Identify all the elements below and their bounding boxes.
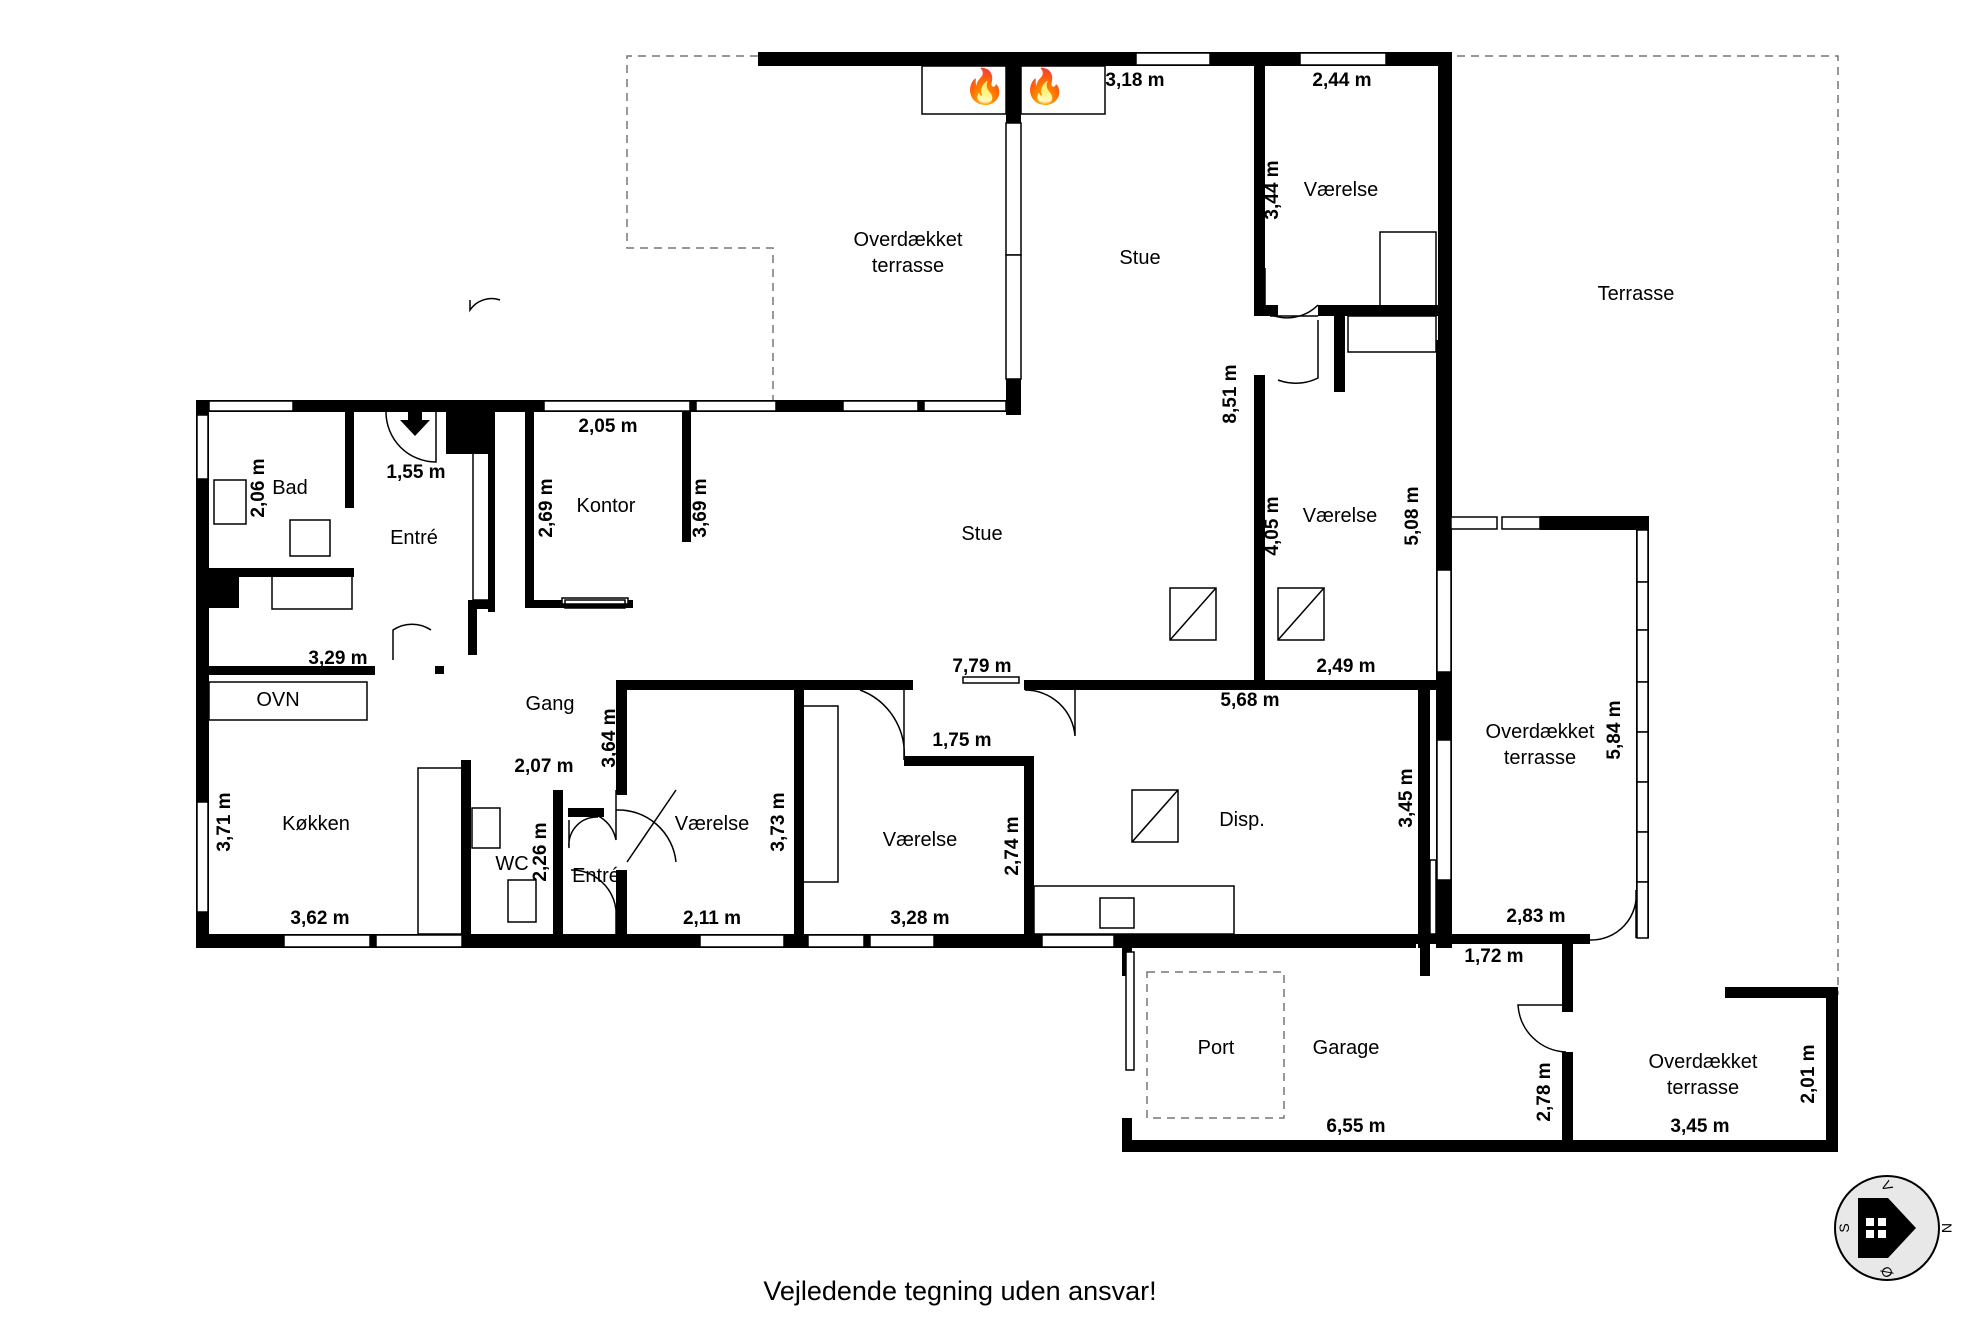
- dimension-label: 3,18 m: [1105, 70, 1164, 91]
- dimension-label: 1,72 m: [1464, 946, 1523, 967]
- fireplace-icon: 🔥: [964, 67, 1006, 106]
- dimension-label: 2,74 m: [1002, 816, 1023, 875]
- room-label: Stue: [1119, 247, 1160, 269]
- dimension-label: 1,55 m: [386, 462, 445, 483]
- dimension-label: 2,49 m: [1316, 656, 1375, 677]
- dimension-label: 3,64 m: [599, 708, 620, 767]
- dimension-label: 2,05 m: [578, 416, 637, 437]
- dimension-label: 2,07 m: [514, 756, 573, 777]
- room-label: Terrasse: [1598, 283, 1675, 305]
- dimension-label: 5,84 m: [1604, 700, 1625, 759]
- room-label: terrasse: [1504, 747, 1576, 769]
- dimension-label: 3,29 m: [308, 648, 367, 669]
- room-label: Værelse: [883, 829, 957, 851]
- dimension-label: 2,78 m: [1534, 1062, 1555, 1121]
- room-label: Entré: [572, 865, 620, 887]
- entrance-arrow-icon: [400, 400, 430, 436]
- dimension-label: 2,11 m: [683, 908, 741, 929]
- room-label: Entré: [390, 527, 438, 549]
- dimension-label: 3,44 m: [1262, 160, 1283, 219]
- dimension-label: 2,26 m: [530, 822, 551, 881]
- dimension-label: 2,44 m: [1312, 70, 1371, 91]
- room-label: Disp.: [1219, 809, 1265, 831]
- dimension-label: 5,68 m: [1220, 690, 1279, 711]
- footer-disclaimer: Vejledende tegning uden ansvar!: [763, 1276, 1156, 1306]
- fixtures: 🔥 🔥: [208, 65, 1437, 935]
- doors: [385, 268, 1638, 1053]
- dimension-label: 3,69 m: [690, 478, 711, 537]
- dimension-label: 3,73 m: [768, 792, 789, 851]
- room-label: Køkken: [282, 813, 350, 835]
- room-label: Kontor: [577, 495, 636, 517]
- terrace-outlines: [626, 55, 1839, 1119]
- room-label: Gang: [526, 693, 575, 715]
- room-labels: Overdækket terrasse Stue Værelse Terrass…: [256, 179, 1758, 1099]
- compass-north-label: N: [1939, 1223, 1955, 1233]
- dimension-label: 3,45 m: [1670, 1116, 1729, 1137]
- room-label: Stue: [961, 523, 1002, 545]
- room-label: Overdækket: [1649, 1051, 1758, 1073]
- dimension-label: 8,51 m: [1220, 364, 1241, 423]
- dimension-label: 4,05 m: [1262, 496, 1283, 555]
- dimension-label: 2,01 m: [1798, 1044, 1819, 1103]
- room-label: Værelse: [1303, 505, 1377, 527]
- room-label: Port: [1198, 1037, 1235, 1059]
- compass-south-label: S: [1836, 1223, 1852, 1232]
- dimension-label: 2,06 m: [248, 458, 269, 517]
- dimension-label: 2,83 m: [1506, 906, 1565, 927]
- dimension-label: 3,45 m: [1396, 768, 1417, 827]
- room-label: Overdækket: [1486, 721, 1595, 743]
- dimension-label: 2,69 m: [536, 478, 557, 537]
- compass-house-icon: [1858, 1198, 1916, 1258]
- dimension-label: 1,75 m: [932, 730, 991, 751]
- dimension-label: 3,28 m: [890, 908, 949, 929]
- dimension-label: 7,79 m: [952, 656, 1011, 677]
- room-label: Overdækket: [854, 229, 963, 251]
- room-label: Garage: [1313, 1037, 1380, 1059]
- room-label: terrasse: [872, 255, 944, 277]
- oven-label: OVN: [256, 689, 299, 711]
- room-label: WC: [495, 853, 528, 875]
- room-label: Værelse: [1304, 179, 1378, 201]
- fireplace-icon: 🔥: [1024, 67, 1066, 106]
- compass: N S V Ø: [1834, 1175, 1955, 1281]
- room-label: Værelse: [675, 813, 749, 835]
- room-label: terrasse: [1667, 1077, 1739, 1099]
- dimension-labels: 3,18 m 2,44 m 3,44 m 8,51 m 2,05 m 1,55 …: [214, 70, 1819, 1137]
- dimension-label: 5,08 m: [1402, 486, 1423, 545]
- dimension-label: 3,71 m: [214, 792, 235, 851]
- dimension-label: 6,55 m: [1326, 1116, 1385, 1137]
- dimension-label: 3,62 m: [290, 908, 349, 929]
- windows: [196, 52, 1649, 1071]
- room-label: Bad: [272, 477, 308, 499]
